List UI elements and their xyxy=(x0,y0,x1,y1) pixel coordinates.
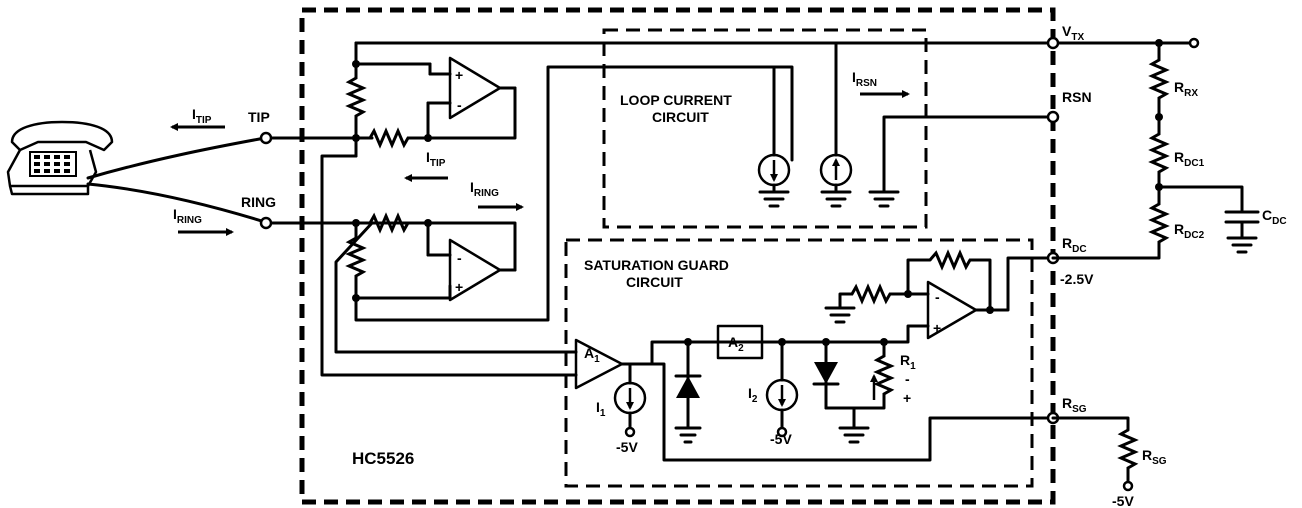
ring-terminal-label: RING xyxy=(241,194,276,210)
loop-current-title-1: LOOP CURRENT xyxy=(620,92,732,108)
iring-internal-label: IRING xyxy=(470,179,499,199)
i1-supply-label: -5V xyxy=(616,439,638,455)
rsg-resistor-label: RSG xyxy=(1142,447,1167,467)
chip-name: HC5526 xyxy=(352,449,414,468)
a1-label: A1 xyxy=(584,345,600,365)
svg-text:-: - xyxy=(457,250,462,266)
itip-line-label: ITIP xyxy=(192,106,212,126)
external-pins xyxy=(259,36,1060,425)
rsn-pin-label: RSN xyxy=(1062,89,1092,105)
a2-label: A2 xyxy=(728,334,744,354)
svg-text:+: + xyxy=(455,67,463,83)
loop-current-sources xyxy=(757,41,1055,208)
itip-internal-label: ITIP xyxy=(426,149,446,169)
irsn-label: IRSN xyxy=(852,69,877,89)
svg-text:+: + xyxy=(933,320,941,336)
saturation-guard-title-2: CIRCUIT xyxy=(626,274,683,290)
telephone-icon xyxy=(6,120,114,196)
svg-text:-: - xyxy=(935,289,940,305)
vtx-pin-label: VTX xyxy=(1062,23,1084,43)
cross-coupling-wires xyxy=(320,65,794,377)
tip-line-wire xyxy=(86,136,267,180)
loop-current-title-2: CIRCUIT xyxy=(652,109,709,125)
r1-minus-sign: - xyxy=(905,371,910,387)
saturation-guard-title-1: SATURATION GUARD xyxy=(584,257,729,273)
rdc1-label: RDC1 xyxy=(1174,149,1205,169)
i2-supply-label: -5V xyxy=(770,431,792,447)
ring-sense-network: - + xyxy=(345,212,517,302)
i1-label: I1 xyxy=(596,399,606,419)
saturation-guard-network: - + xyxy=(574,249,1055,462)
rdc-voltage-label: -2.5V xyxy=(1060,271,1094,287)
tip-terminal-label: TIP xyxy=(248,109,270,125)
external-network xyxy=(1051,37,1260,492)
rdc2-label: RDC2 xyxy=(1174,221,1205,241)
loop-current-circuit-box xyxy=(602,28,928,229)
rsg-pin-label: RSG xyxy=(1062,395,1087,415)
i2-label: I2 xyxy=(748,385,758,405)
svg-text:+: + xyxy=(455,279,463,295)
tip-sense-network: + - xyxy=(345,41,1161,149)
rsg-supply-label: -5V xyxy=(1112,493,1134,508)
rrx-label: RRX xyxy=(1174,79,1198,99)
saturation-guard-circuit-box xyxy=(564,238,1034,488)
r1-label: R1 xyxy=(900,352,916,372)
cdc-label: CDC xyxy=(1262,207,1287,227)
r1-plus-sign: + xyxy=(903,390,911,406)
rdc-pin-label: RDC xyxy=(1062,235,1087,255)
ring-line-wire xyxy=(86,182,267,224)
svg-text:-: - xyxy=(457,97,462,113)
iring-line-label: IRING xyxy=(173,206,202,226)
